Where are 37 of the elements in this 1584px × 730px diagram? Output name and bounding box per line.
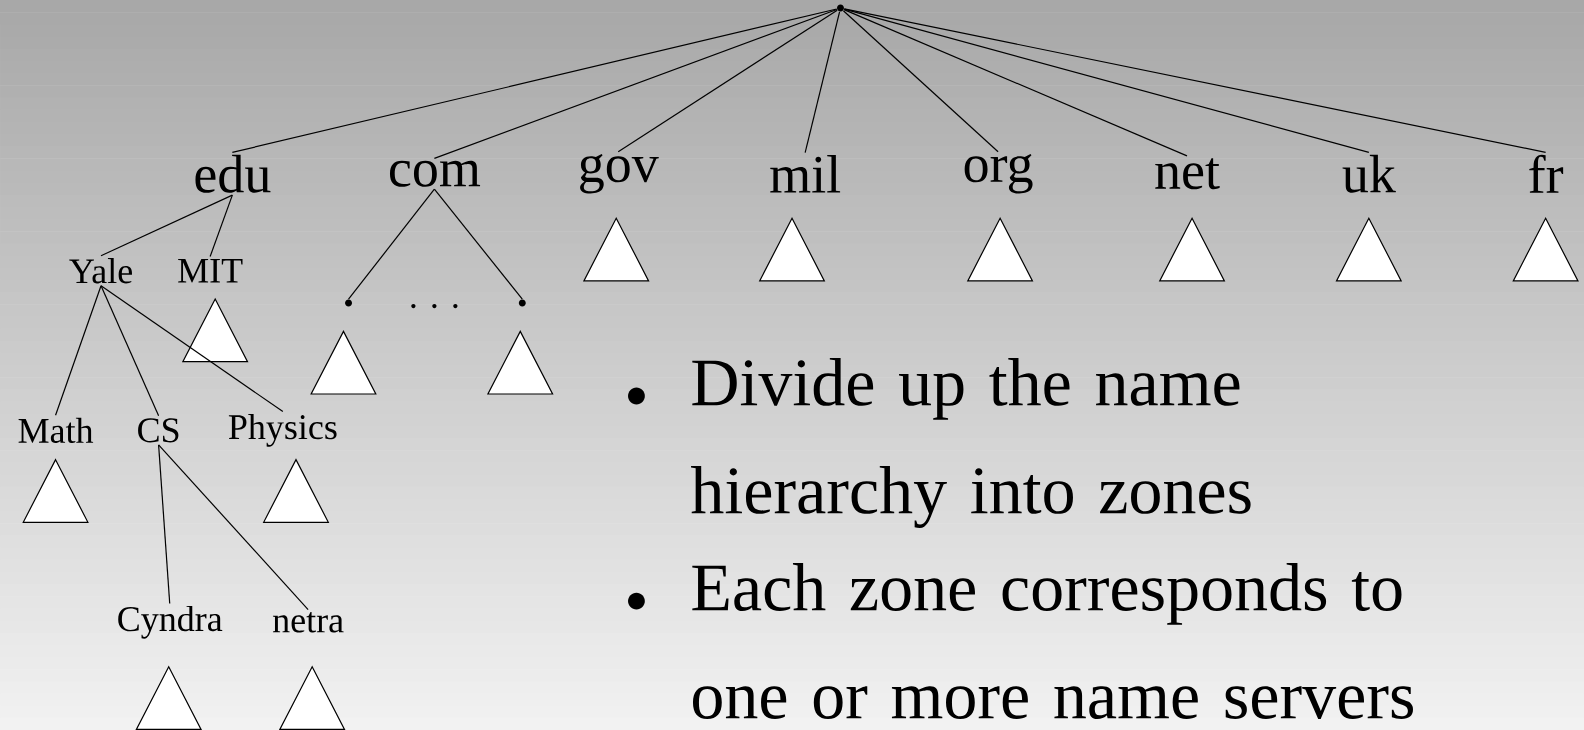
tree-line	[804, 11, 841, 154]
domain-label: Yale	[69, 258, 132, 284]
tree-line	[54, 285, 102, 416]
domain-label: netra	[272, 612, 344, 633]
tree-line	[100, 194, 233, 257]
domain-label: mil	[770, 155, 841, 193]
tree-line	[843, 9, 1188, 157]
branch-point	[837, 4, 844, 12]
domain-label: CS	[138, 418, 179, 443]
tree-line	[842, 10, 999, 153]
domain-label: org	[964, 154, 1033, 194]
tree-line	[347, 188, 435, 300]
tree-line	[209, 194, 233, 258]
tree-line	[433, 188, 523, 300]
domain-label: Cyndra	[118, 605, 223, 639]
tree-line	[100, 285, 284, 413]
domain-label: edu	[195, 154, 271, 193]
domain-label: Math	[18, 417, 94, 443]
tree-line	[158, 444, 309, 611]
branch-point	[518, 299, 526, 307]
tree-line	[231, 8, 838, 153]
domain-label: MIT	[178, 258, 243, 283]
tree-line	[433, 8, 838, 159]
domain-label: fr	[1529, 154, 1564, 193]
domain-label: Physics	[228, 413, 337, 447]
tree-line	[617, 9, 838, 153]
domain-label: net	[1155, 158, 1220, 190]
tree-line	[100, 285, 160, 417]
domain-label: gov	[580, 154, 659, 194]
ellipsis: . . .	[411, 304, 458, 309]
bullet-text: Divide up the name hierarchy into zones	[691, 358, 1251, 528]
branch-point	[345, 299, 353, 307]
domain-label: uk	[1342, 154, 1396, 193]
tree-line	[843, 8, 1547, 153]
tree-line	[158, 444, 171, 605]
bullet-text: Each zone corresponds to one or more name servers	[692, 563, 1413, 719]
domain-label: com	[389, 160, 481, 187]
